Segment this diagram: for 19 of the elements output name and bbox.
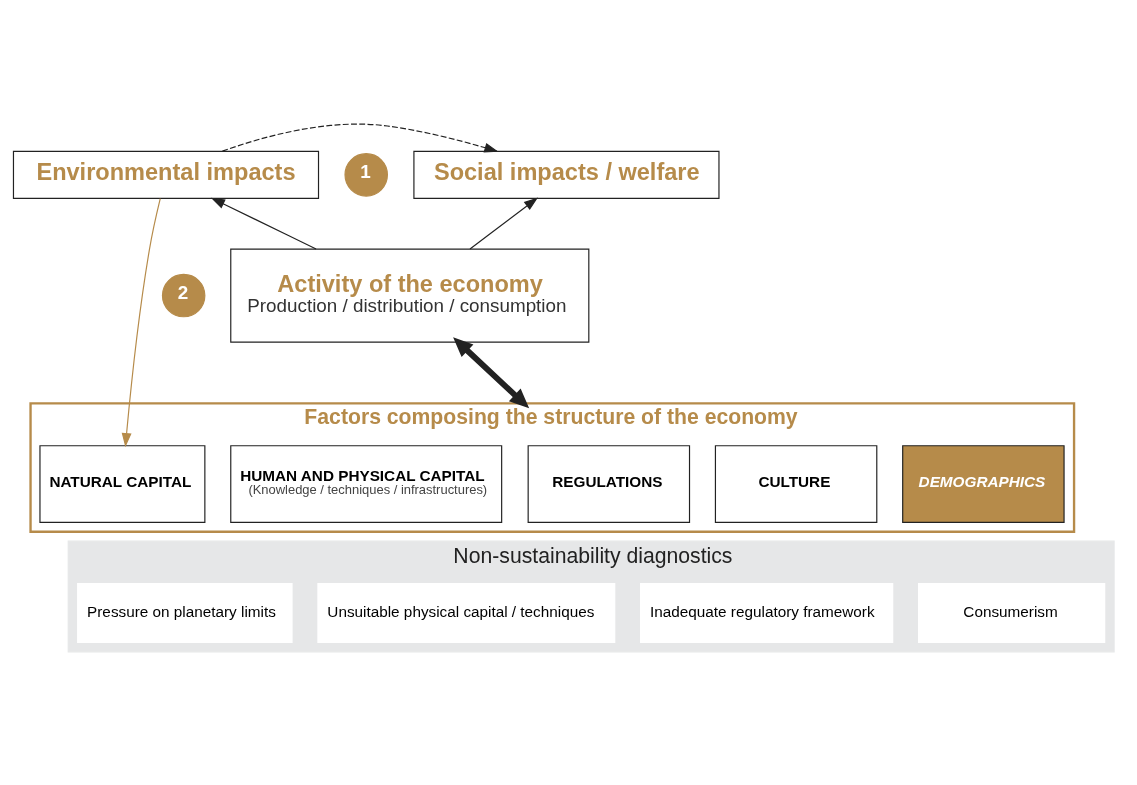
node-box: Environmental impacts — [12, 150, 320, 199]
node-box: DEMOGRAPHICS — [902, 445, 1065, 523]
arrow — [453, 337, 530, 409]
node-box: Social impacts / welfare — [413, 150, 720, 199]
arrow — [121, 198, 161, 448]
node-box: Pressure on planetary limits — [77, 582, 293, 644]
node-box: HUMAN AND PHYSICAL CAPITAL (Knowledge / techniques / infrastructures) — [230, 445, 503, 523]
arrow — [469, 197, 539, 250]
node-box: Unsuitable physical capital / techniques — [317, 582, 616, 644]
node-box: NATURAL CAPITAL — [39, 445, 206, 523]
node-box: Activity of the economy Production / distribution / consumption — [230, 248, 590, 343]
node-box: REGULATIONS — [527, 445, 691, 523]
node-box: Inadequate regulatory framework — [640, 582, 894, 644]
node-circle: 1 — [344, 153, 388, 197]
node-box: CULTURE — [714, 445, 878, 523]
node-circle: 2 — [161, 273, 206, 318]
node-box: Consumerism — [918, 582, 1106, 644]
arrow — [210, 197, 317, 250]
arrow — [221, 123, 499, 153]
